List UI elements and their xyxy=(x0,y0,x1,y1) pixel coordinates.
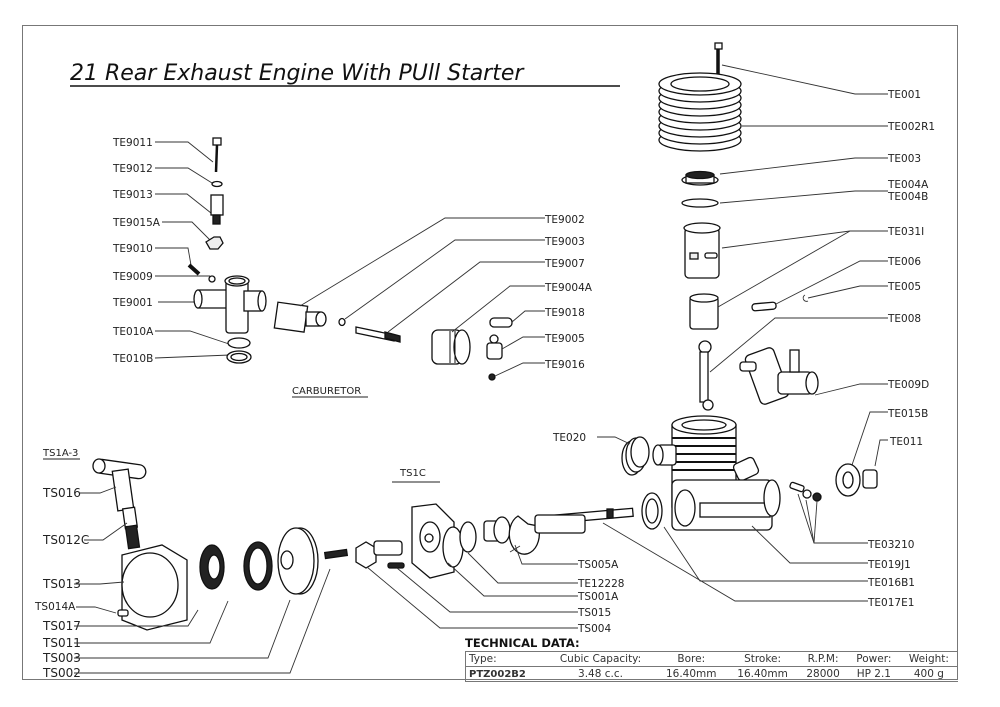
carburetor-left-callouts: TE9011 TE9012 TE9013 TE9015A TE9010 TE90… xyxy=(112,137,233,365)
engine-top-parts xyxy=(658,42,819,411)
label-te010b: TE010B xyxy=(112,353,153,365)
technical-data-value-row: PTZ002B2 3.48 c.c. 16.40mm 16.40mm 28000… xyxy=(465,666,958,682)
label-te003: TE003 xyxy=(887,153,921,165)
value-cubic-capacity: 3.48 c.c. xyxy=(545,666,656,682)
needle-head-icon xyxy=(212,137,222,146)
label-te020: TE020 xyxy=(552,432,586,444)
label-ts004: TS004 xyxy=(577,623,611,635)
starter-spring-pulley-parts xyxy=(199,527,405,595)
label-te009d: TE009D xyxy=(887,379,929,391)
crankcase-callouts: TE03210 TE019J1 TE016B1 TE017E1 xyxy=(602,493,915,609)
label-te9007: TE9007 xyxy=(544,258,585,270)
label-te9001: TE9001 xyxy=(112,297,153,309)
carburetor-right-callouts: TE9002 TE9003 TE9007 TE9004A TE9018 TE90… xyxy=(299,214,593,377)
label-te016b1: TE016B1 xyxy=(867,577,915,589)
cylinder-head-icon xyxy=(658,72,742,152)
label-te008: TE008 xyxy=(887,313,921,325)
label-te9016: TE9016 xyxy=(544,359,585,371)
label-ts012c: TS012C xyxy=(42,533,89,547)
label-te004b: TE004B xyxy=(887,191,928,203)
label-ts003: TS003 xyxy=(42,651,81,665)
value-stroke: 16.40mm xyxy=(726,666,799,682)
label-te03210: TE03210 xyxy=(867,539,914,551)
label-te12228: TE12228 xyxy=(577,578,624,590)
label-te9004a: TE9004A xyxy=(544,282,593,294)
label-ts017: TS017 xyxy=(42,619,81,633)
label-te9002: TE9002 xyxy=(544,214,585,226)
label-te9015a: TE9015A xyxy=(112,217,161,229)
section-ts1c: TS1C xyxy=(399,468,426,479)
label-ts014a: TS014A xyxy=(34,601,76,613)
value-bore: 16.40mm xyxy=(655,666,727,682)
label-ts001a: TS001A xyxy=(577,591,619,603)
label-te001: TE001 xyxy=(887,89,921,101)
label-ts015: TS015 xyxy=(577,607,611,619)
header-weight: Weight: xyxy=(899,651,958,667)
crankcase-parts: TE020 xyxy=(547,415,878,531)
header-cubic-capacity: Cubic Capacity: xyxy=(545,651,656,667)
label-te002r1: TE002R1 xyxy=(887,121,935,133)
technical-data-panel: TECHNICAL DATA: Type: Cubic Capacity: Bo… xyxy=(465,636,958,682)
label-te017e1: TE017E1 xyxy=(867,597,914,609)
pull-starter-parts: TS016 TS012C TS013 TS014A TS017 TS011 TS… xyxy=(34,458,331,680)
label-te011: TE011 xyxy=(889,436,923,448)
header-stroke: Stroke: xyxy=(726,651,799,667)
label-te005: TE005 xyxy=(887,281,921,293)
technical-data-table: Type: Cubic Capacity: Bore: Stroke: R.P.… xyxy=(465,651,958,682)
value-type: PTZ002B2 xyxy=(465,666,546,682)
label-ts002: TS002 xyxy=(42,666,81,680)
label-ts005a: TS005A xyxy=(577,559,619,571)
label-te031i: TE031I xyxy=(887,226,924,238)
label-te9010: TE9010 xyxy=(112,243,153,255)
label-te9018: TE9018 xyxy=(544,307,585,319)
label-te9009: TE9009 xyxy=(112,271,153,283)
label-te019j1: TE019J1 xyxy=(867,559,911,571)
carburetor-center-parts xyxy=(273,301,513,381)
header-power: Power: xyxy=(847,651,900,667)
header-type: Type: xyxy=(465,651,546,667)
value-weight: 400 g xyxy=(899,666,958,682)
label-te010a: TE010A xyxy=(112,326,154,338)
section-carburetor: CARBURETOR xyxy=(292,386,361,397)
diagram-title: 21 Rear Exhaust Engine With PUll Starter xyxy=(70,61,525,86)
carburetor-needle-parts xyxy=(187,137,267,364)
label-ts011: TS011 xyxy=(42,636,81,650)
label-te9005: TE9005 xyxy=(544,333,585,345)
label-te9011: TE9011 xyxy=(112,137,153,149)
technical-data-header-row: Type: Cubic Capacity: Bore: Stroke: R.P.… xyxy=(465,651,958,667)
label-te015b: TE015B xyxy=(887,408,928,420)
label-ts013: TS013 xyxy=(42,577,81,591)
starter-housing-parts xyxy=(411,503,586,579)
starter-center-callouts: TS005A TE12228 TS001A TS015 TS004 xyxy=(366,544,624,635)
label-ts016: TS016 xyxy=(42,486,81,500)
value-power: HP 2.1 xyxy=(847,666,900,682)
engine-right-callouts: TE001 TE002R1 TE003 TE004A TE004B TE031I… xyxy=(709,64,935,467)
technical-data-heading: TECHNICAL DATA: xyxy=(465,636,580,650)
section-ts1a-3: TS1A-3 xyxy=(42,448,78,459)
header-rpm: R.P.M: xyxy=(798,651,848,667)
label-te006: TE006 xyxy=(887,256,921,268)
label-te9013: TE9013 xyxy=(112,189,153,201)
label-te004a: TE004A xyxy=(887,179,929,191)
label-te9012: TE9012 xyxy=(112,163,153,175)
header-bore: Bore: xyxy=(655,651,727,667)
label-te9003: TE9003 xyxy=(544,236,585,248)
value-rpm: 28000 xyxy=(798,666,848,682)
